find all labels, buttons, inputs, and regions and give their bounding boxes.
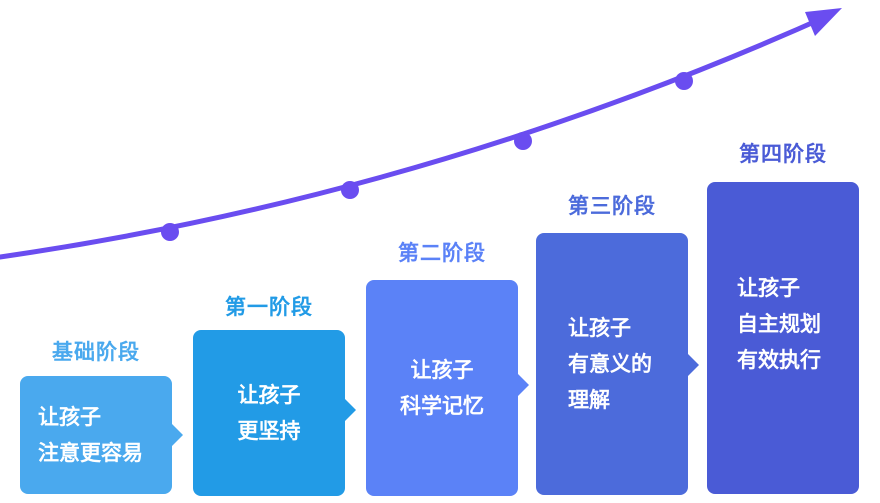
growth-curve-arrowhead <box>805 8 842 36</box>
stage-title-third: 第三阶段 <box>568 194 656 218</box>
curve-point-3 <box>514 132 532 150</box>
stage-text-line: 让孩子 <box>410 358 474 382</box>
stage-text-line: 更坚持 <box>237 419 301 443</box>
stage-text-line: 让孩子 <box>568 316 631 340</box>
stage-text-line: 科学记忆 <box>400 394 484 418</box>
stage-text-line: 有意义的 <box>568 352 652 376</box>
growth-curve-line <box>0 11 835 260</box>
stage-box-second: 让孩子 科学记忆 <box>366 280 518 496</box>
stage-arrow-notch <box>172 424 183 446</box>
stage-title-basic: 基础阶段 <box>52 340 140 364</box>
stage-text-line: 让孩子 <box>38 405 101 429</box>
stage-text-line: 让孩子 <box>737 276 800 300</box>
stage-arrow-notch <box>345 399 356 421</box>
curve-point-2 <box>341 181 359 199</box>
stage-title-fourth: 第四阶段 <box>739 142 827 166</box>
stage-title-second: 第二阶段 <box>398 241 486 265</box>
stage-text-line: 注意更容易 <box>38 441 143 465</box>
stage-title-first: 第一阶段 <box>225 295 313 319</box>
stage-text-line: 让孩子 <box>237 383 301 407</box>
stage-box-first: 让孩子 更坚持 <box>193 330 345 496</box>
stage-text-line: 理解 <box>568 388 610 412</box>
stage-box-fourth: 让孩子 自主规划 有效执行 <box>707 182 859 494</box>
curve-point-4 <box>675 72 693 90</box>
stage-box-third: 让孩子 有意义的 理解 <box>536 233 688 495</box>
stage-text-line: 有效执行 <box>737 348 821 372</box>
stage-box-basic: 让孩子 注意更容易 <box>20 376 172 494</box>
curve-point-1 <box>161 223 179 241</box>
stage-arrow-notch <box>518 374 529 396</box>
stage-text-line: 自主规划 <box>737 312 821 336</box>
stage-arrow-notch <box>688 354 699 376</box>
